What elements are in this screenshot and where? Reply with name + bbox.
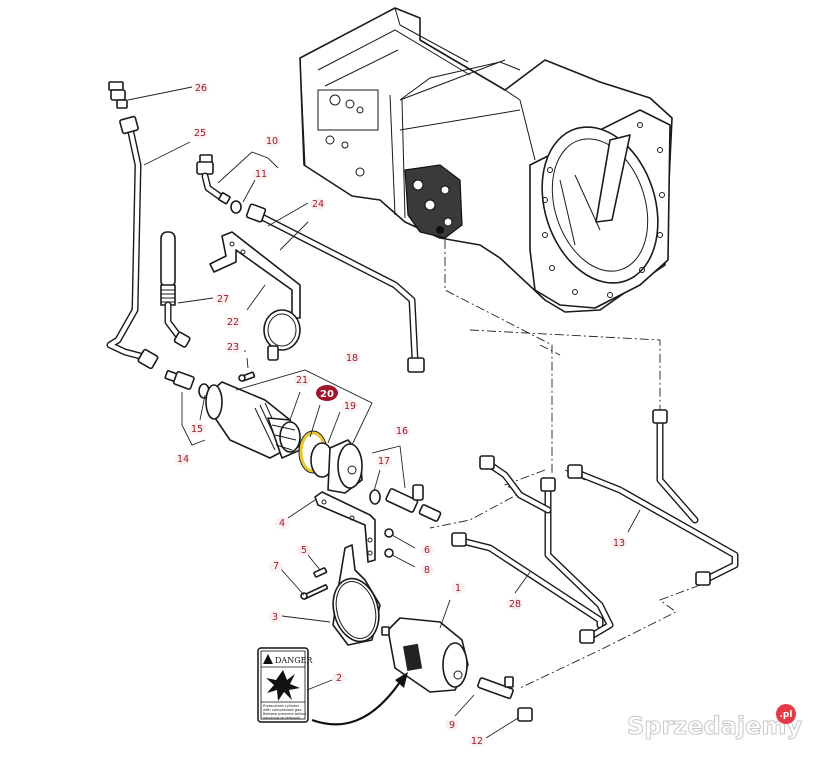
callout-18[interactable]: 18: [344, 352, 360, 364]
svg-text:7: 7: [273, 561, 279, 572]
pipe-25: [106, 115, 159, 370]
callout-26[interactable]: 26: [193, 82, 209, 94]
svg-text:19: 19: [344, 401, 356, 412]
fitting-26: [108, 81, 128, 109]
fitting-14: [164, 370, 195, 390]
callout-17[interactable]: 17: [376, 455, 392, 467]
svg-text:2: 2: [336, 673, 342, 684]
svg-text:5: 5: [301, 545, 307, 556]
label-placement-arrow: [311, 672, 408, 726]
danger-text-line-1: Pressurized cylinder: [263, 704, 300, 708]
callout-11[interactable]: 11: [253, 168, 269, 180]
pipe-24: [245, 203, 425, 373]
svg-text:24: 24: [312, 199, 324, 210]
svg-text:9: 9: [449, 720, 455, 731]
svg-text:25: 25: [194, 128, 206, 139]
watermark-badge-text: .pl: [780, 710, 793, 720]
bracket-22: [209, 231, 301, 361]
svg-text:23: 23: [227, 342, 239, 353]
transmission-housing: [299, 7, 673, 313]
callout-16[interactable]: 16: [394, 425, 410, 437]
svg-text:20: 20: [320, 389, 334, 400]
filter-cap: [327, 439, 363, 494]
watermark: Sprzedajemy .pl: [627, 704, 803, 741]
control-valve-block: [404, 164, 463, 239]
sensor-27: [160, 231, 191, 348]
callout-10[interactable]: 10: [264, 135, 280, 147]
svg-text:15: 15: [191, 424, 203, 435]
danger-text-line-2: with compressed gas.: [263, 708, 302, 712]
o-ring-17: [369, 489, 381, 505]
svg-text:11: 11: [255, 169, 267, 180]
bell-bolt-holes: [542, 122, 665, 298]
svg-text:12: 12: [471, 736, 483, 747]
pipe-28: [451, 455, 614, 644]
callout-3[interactable]: 3: [268, 611, 282, 623]
callout-20-highlighted[interactable]: 20: [316, 385, 338, 401]
svg-text:13: 13: [613, 538, 625, 549]
svg-text:3: 3: [272, 612, 278, 623]
danger-text-line-3: Release pressure before: [263, 712, 307, 716]
bracket-4: [314, 491, 376, 563]
callout-21[interactable]: 21: [294, 374, 310, 386]
svg-text:18: 18: [346, 353, 358, 364]
nut-6: [384, 528, 394, 538]
nut-8: [384, 548, 394, 558]
svg-text:1: 1: [455, 583, 461, 594]
bolt-7: [300, 584, 329, 600]
svg-text:8: 8: [424, 565, 430, 576]
callout-7[interactable]: 7: [269, 560, 283, 572]
o-ring-11: [230, 200, 242, 214]
cap-12: [517, 707, 533, 722]
callout-6[interactable]: 6: [420, 544, 434, 556]
svg-text:21: 21: [296, 375, 308, 386]
tee-fitting-9: [477, 676, 514, 700]
svg-text:22: 22: [227, 317, 239, 328]
svg-text:14: 14: [177, 454, 189, 465]
callout-27[interactable]: 27: [215, 293, 231, 305]
callout-24[interactable]: 24: [310, 198, 326, 210]
callout-15[interactable]: 15: [189, 423, 205, 435]
front-face-ports: [317, 89, 379, 177]
callout-2[interactable]: 2: [332, 672, 346, 684]
svg-text:26: 26: [195, 83, 207, 94]
callout-28[interactable]: 28: [507, 598, 523, 610]
callout-22[interactable]: 22: [225, 316, 241, 328]
callout-12[interactable]: 12: [469, 735, 485, 747]
pipe-13: [567, 409, 739, 586]
callout-1[interactable]: 1: [451, 582, 465, 594]
leader-lines: [127, 86, 641, 739]
danger-text-line-4: servicing or removal.: [263, 716, 301, 720]
callout-23[interactable]: 23: [225, 341, 241, 353]
callout-9[interactable]: 9: [445, 719, 459, 731]
svg-text:10: 10: [266, 136, 278, 147]
tee-fitting-16: [385, 484, 442, 522]
elbow-10: [196, 154, 231, 205]
svg-text:27: 27: [217, 294, 229, 305]
callout-4[interactable]: 4: [275, 517, 289, 529]
callout-13[interactable]: 13: [611, 537, 627, 549]
callout-8[interactable]: 8: [420, 564, 434, 576]
svg-text:17: 17: [378, 456, 390, 467]
watermark-brand: Sprzedajemy: [627, 712, 802, 740]
explosion-icon: [266, 670, 300, 701]
accumulator-1: [381, 617, 469, 693]
svg-text:16: 16: [396, 426, 408, 437]
callout-14[interactable]: 14: [175, 453, 191, 465]
callout-25[interactable]: 25: [192, 127, 208, 139]
callout-19[interactable]: 19: [342, 400, 358, 412]
svg-text:28: 28: [509, 599, 521, 610]
svg-text:6: 6: [424, 545, 430, 556]
danger-label-2: DANGER Pressurized cylinder with compres…: [257, 647, 313, 723]
bolt-5: [313, 567, 328, 578]
watermark-badge: [776, 704, 796, 724]
svg-text:4: 4: [279, 518, 285, 529]
callout-5[interactable]: 5: [297, 544, 311, 556]
filter-element-21: [267, 417, 301, 459]
danger-title: DANGER: [275, 656, 313, 665]
bolt-23: [238, 371, 256, 382]
clamp-3: [332, 544, 381, 646]
callout-labels: 26 25 10 11 24 27 22 23 18 21 20 19 15 1…: [175, 82, 627, 747]
